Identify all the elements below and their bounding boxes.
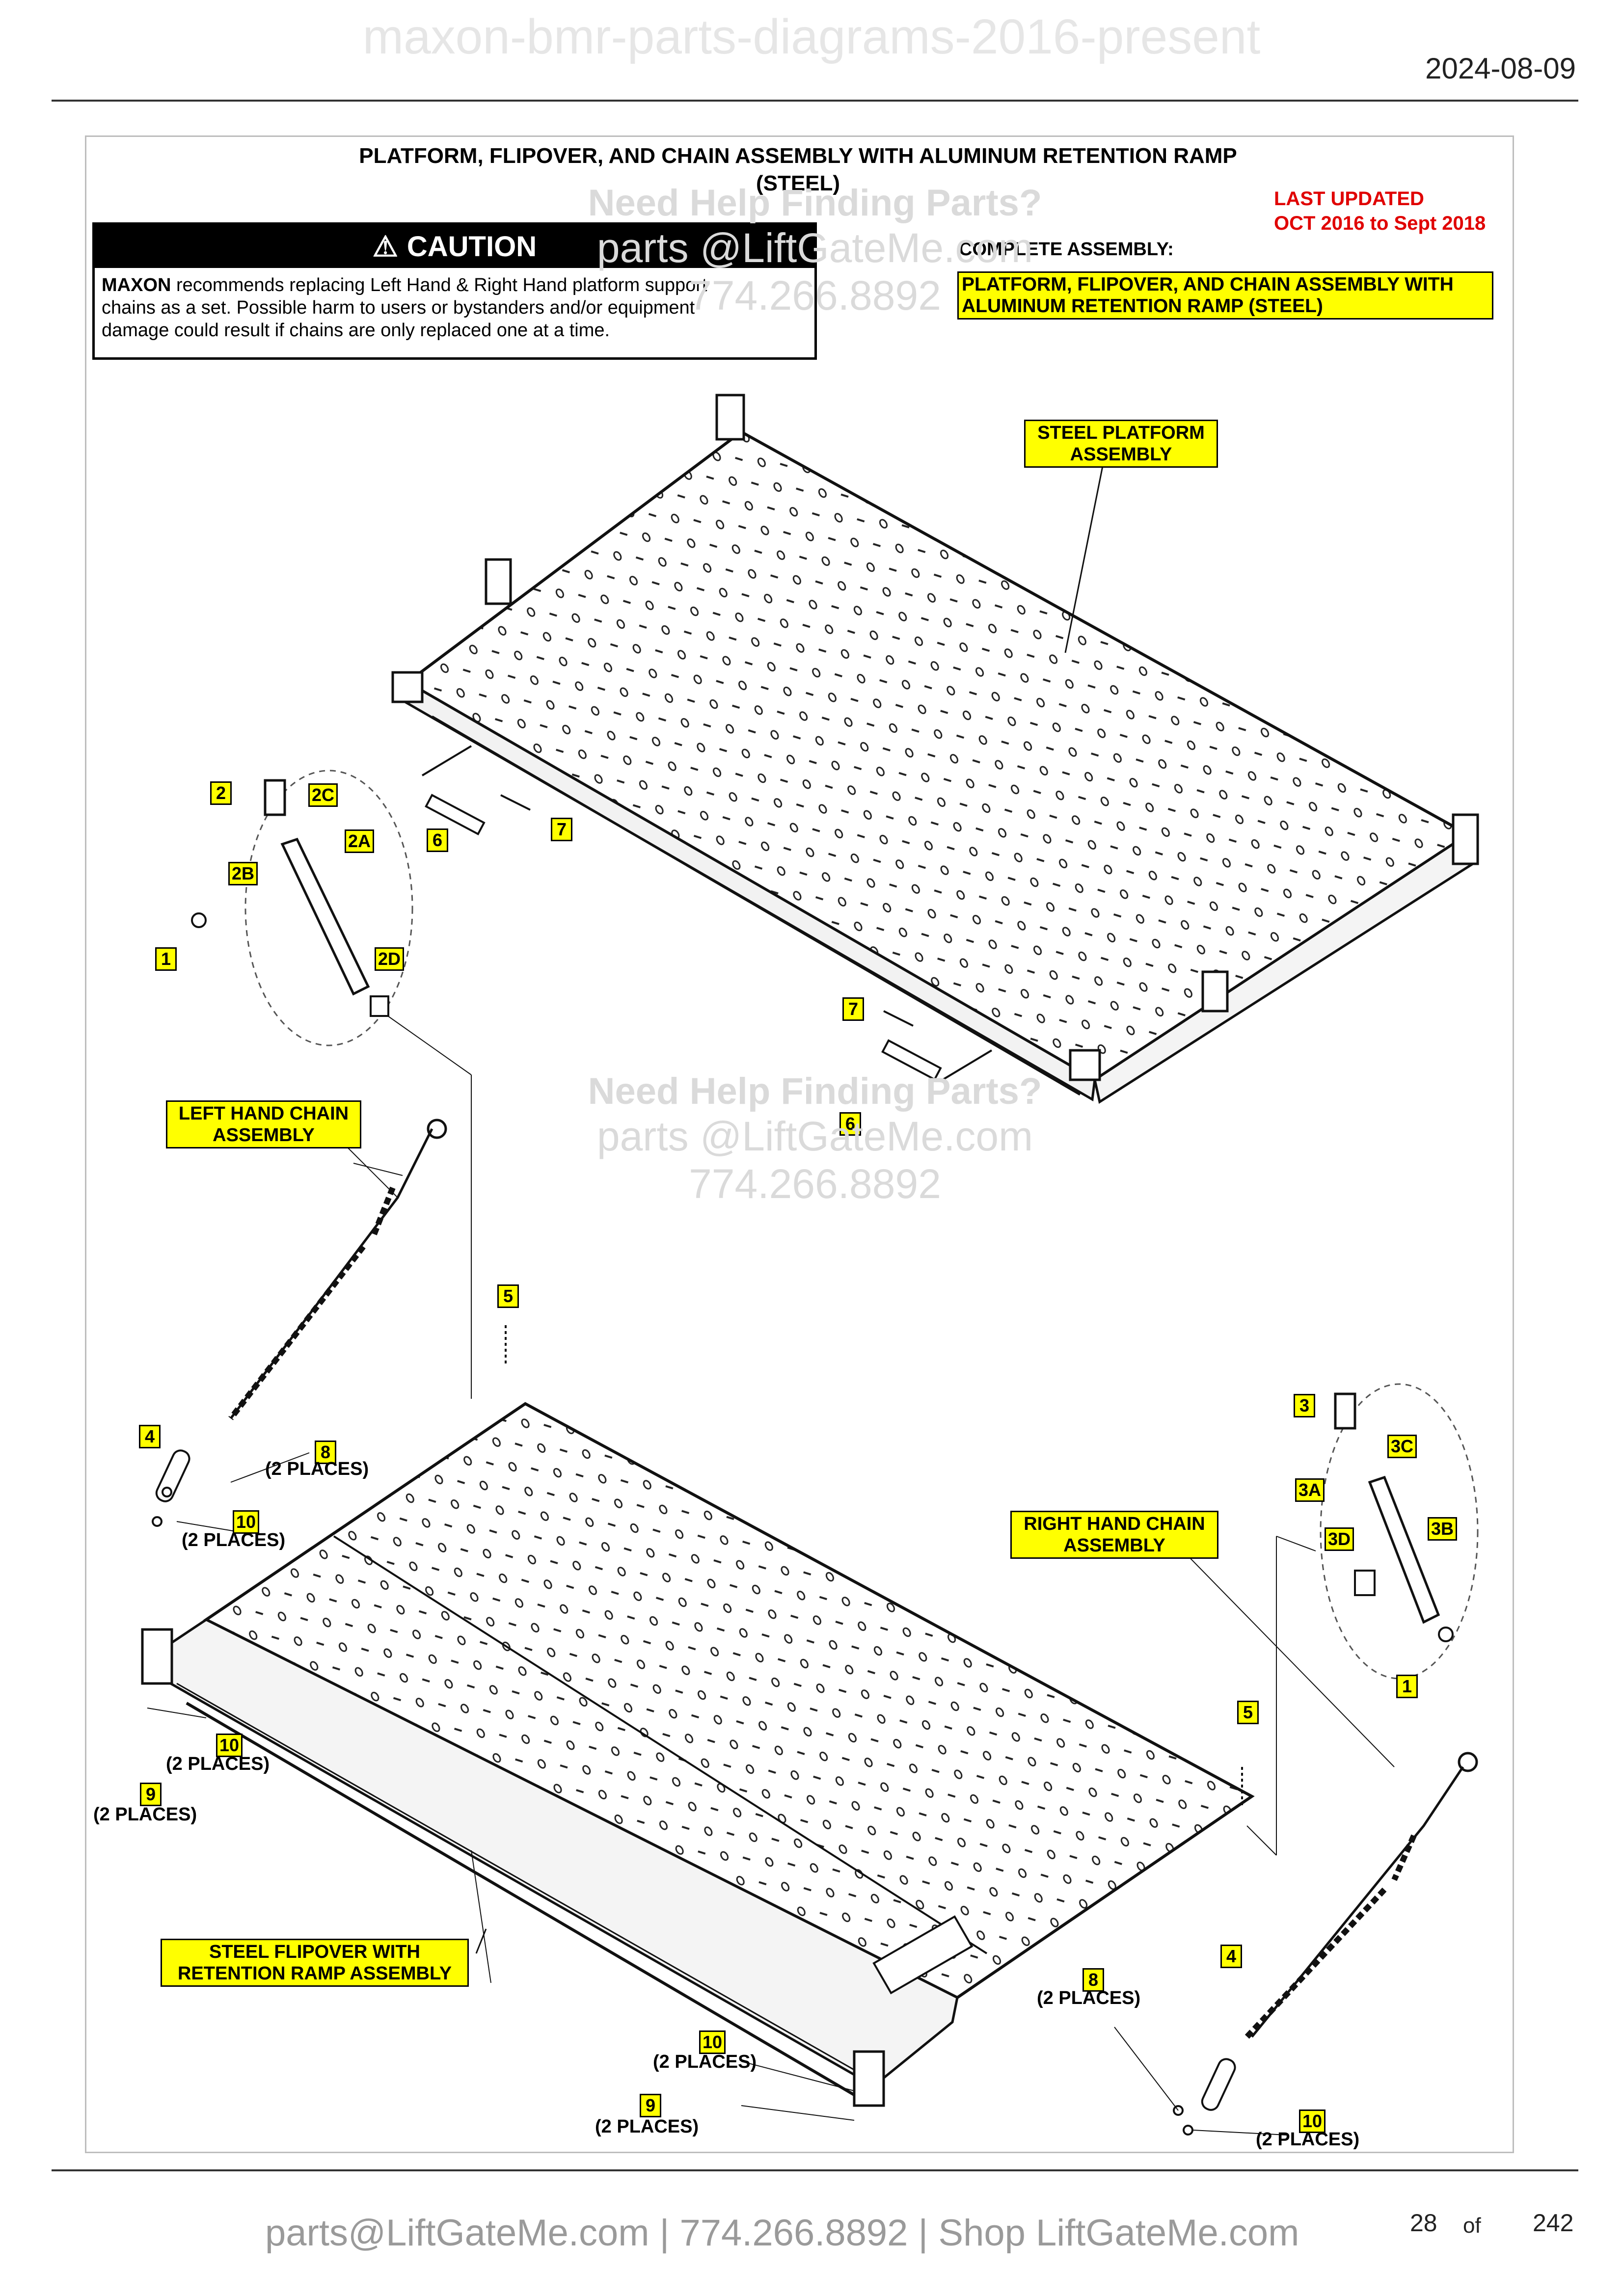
left-shackle-drawing bbox=[152, 1449, 190, 1527]
watermark-upper: Need Help Finding Parts? parts @LiftGate… bbox=[588, 182, 1042, 319]
callout-10-left-upper: 10 bbox=[233, 1510, 260, 1534]
caution-text: MAXON recommends replacing Left Hand & R… bbox=[95, 268, 814, 347]
callout-6-upper: 6 bbox=[427, 828, 448, 852]
right-chain-drawing bbox=[1183, 1550, 1478, 2039]
caution-heading-text: CAUTION bbox=[406, 230, 537, 263]
watermark-center: Need Help Finding Parts? parts @LiftGate… bbox=[588, 1070, 1042, 1207]
sheet-title-line1: PLATFORM, FLIPOVER, AND CHAIN ASSEMBLY W… bbox=[359, 144, 1237, 168]
callout-2a: 2A bbox=[345, 829, 375, 853]
callout-2b: 2B bbox=[228, 862, 258, 885]
places-note: (2 PLACES) bbox=[1256, 2129, 1360, 2150]
places-note: (2 PLACES) bbox=[93, 1804, 197, 1825]
callout-7-lower: 7 bbox=[842, 997, 864, 1021]
complete-assembly-line1: PLATFORM, FLIPOVER, AND CHAIN ASSEMBLY W… bbox=[962, 274, 1454, 295]
callout-9-bottom: 9 bbox=[640, 2094, 661, 2117]
callout-3c: 3C bbox=[1387, 1435, 1417, 1458]
left-arm-drawing bbox=[191, 770, 472, 1399]
caution-heading: ⚠ CAUTION bbox=[95, 225, 814, 268]
pins-drawing bbox=[421, 745, 993, 1081]
callout-8-left: 8 bbox=[315, 1441, 336, 1464]
callout-1-left: 1 bbox=[155, 947, 177, 971]
callout-5-right: 5 bbox=[1237, 1701, 1259, 1724]
sheet-title: PLATFORM, FLIPOVER, AND CHAIN ASSEMBLY W… bbox=[85, 142, 1511, 197]
callout-1-right: 1 bbox=[1396, 1675, 1418, 1698]
callout-6-lower: 6 bbox=[839, 1112, 861, 1136]
caution-box: ⚠ CAUTION MAXON recommends replacing Lef… bbox=[92, 222, 817, 360]
callout-9-left: 9 bbox=[140, 1783, 162, 1806]
complete-assembly-name: PLATFORM, FLIPOVER, AND CHAIN ASSEMBLY W… bbox=[957, 271, 1493, 320]
page-number: 28 bbox=[1410, 2209, 1437, 2237]
steel-platform-drawing bbox=[391, 394, 1479, 1104]
sheet-title-line2: (STEEL) bbox=[756, 171, 840, 195]
document-title: maxon-bmr-parts-diagrams-2016-present bbox=[362, 9, 1261, 64]
callout-10-right: 10 bbox=[1299, 2109, 1326, 2133]
caution-text-line1: recommends replacing Left Hand & Right H… bbox=[171, 275, 707, 295]
caution-text-line3: damage could result if chains are only r… bbox=[102, 320, 610, 341]
callout-3a: 3A bbox=[1295, 1478, 1325, 1502]
left-chain-drawing bbox=[228, 1119, 447, 1420]
places-note: (2 PLACES) bbox=[265, 1459, 369, 1479]
callout-2d: 2D bbox=[375, 947, 405, 971]
places-note: (2 PLACES) bbox=[1037, 1988, 1141, 2008]
callout-5-left: 5 bbox=[497, 1284, 519, 1308]
callout-8-right: 8 bbox=[1082, 1968, 1104, 1992]
callout-7-upper: 7 bbox=[551, 818, 572, 841]
right-shackle-drawing bbox=[1173, 2058, 1236, 2136]
last-updated: LAST UPDATED OCT 2016 to Sept 2018 bbox=[1274, 187, 1486, 236]
places-note: (2 PLACES) bbox=[653, 2052, 757, 2072]
right-arm-drawing bbox=[1320, 1383, 1479, 1680]
places-note: (2 PLACES) bbox=[595, 2116, 699, 2137]
callout-3b: 3B bbox=[1428, 1517, 1458, 1541]
callout-3: 3 bbox=[1294, 1394, 1315, 1417]
page-total: 242 bbox=[1533, 2209, 1574, 2237]
callout-4-right: 4 bbox=[1220, 1945, 1242, 1968]
caution-text-line2: chains as a set. Possible harm to users … bbox=[102, 297, 695, 318]
places-note: (2 PLACES) bbox=[166, 1754, 270, 1774]
callout-2: 2 bbox=[210, 781, 232, 805]
header-rule bbox=[52, 100, 1578, 102]
places-note: (2 PLACES) bbox=[182, 1530, 286, 1550]
page-of: of bbox=[1463, 2214, 1481, 2238]
callout-10-left-lower: 10 bbox=[216, 1734, 243, 1757]
warning-triangle-icon: ⚠ bbox=[372, 231, 398, 263]
caution-brand: MAXON bbox=[102, 275, 171, 295]
callout-2c: 2C bbox=[308, 783, 338, 807]
callout-4-left: 4 bbox=[139, 1425, 161, 1448]
callout-10-bottom: 10 bbox=[699, 2030, 726, 2054]
last-updated-range: OCT 2016 to Sept 2018 bbox=[1274, 213, 1486, 234]
footer-rule bbox=[52, 2169, 1578, 2171]
last-updated-label: LAST UPDATED bbox=[1274, 188, 1424, 210]
footer-contact: parts@LiftGateMe.com | 774.266.8892 | Sh… bbox=[265, 2212, 1299, 2254]
complete-assembly-label: COMPLETE ASSEMBLY: bbox=[959, 239, 1174, 260]
complete-assembly-line2: ALUMINUM RETENTION RAMP (STEEL) bbox=[962, 295, 1323, 317]
document-date: 2024-08-09 bbox=[1425, 52, 1576, 85]
callout-3d: 3D bbox=[1325, 1527, 1354, 1551]
flipover-drawing bbox=[141, 1325, 1316, 2107]
